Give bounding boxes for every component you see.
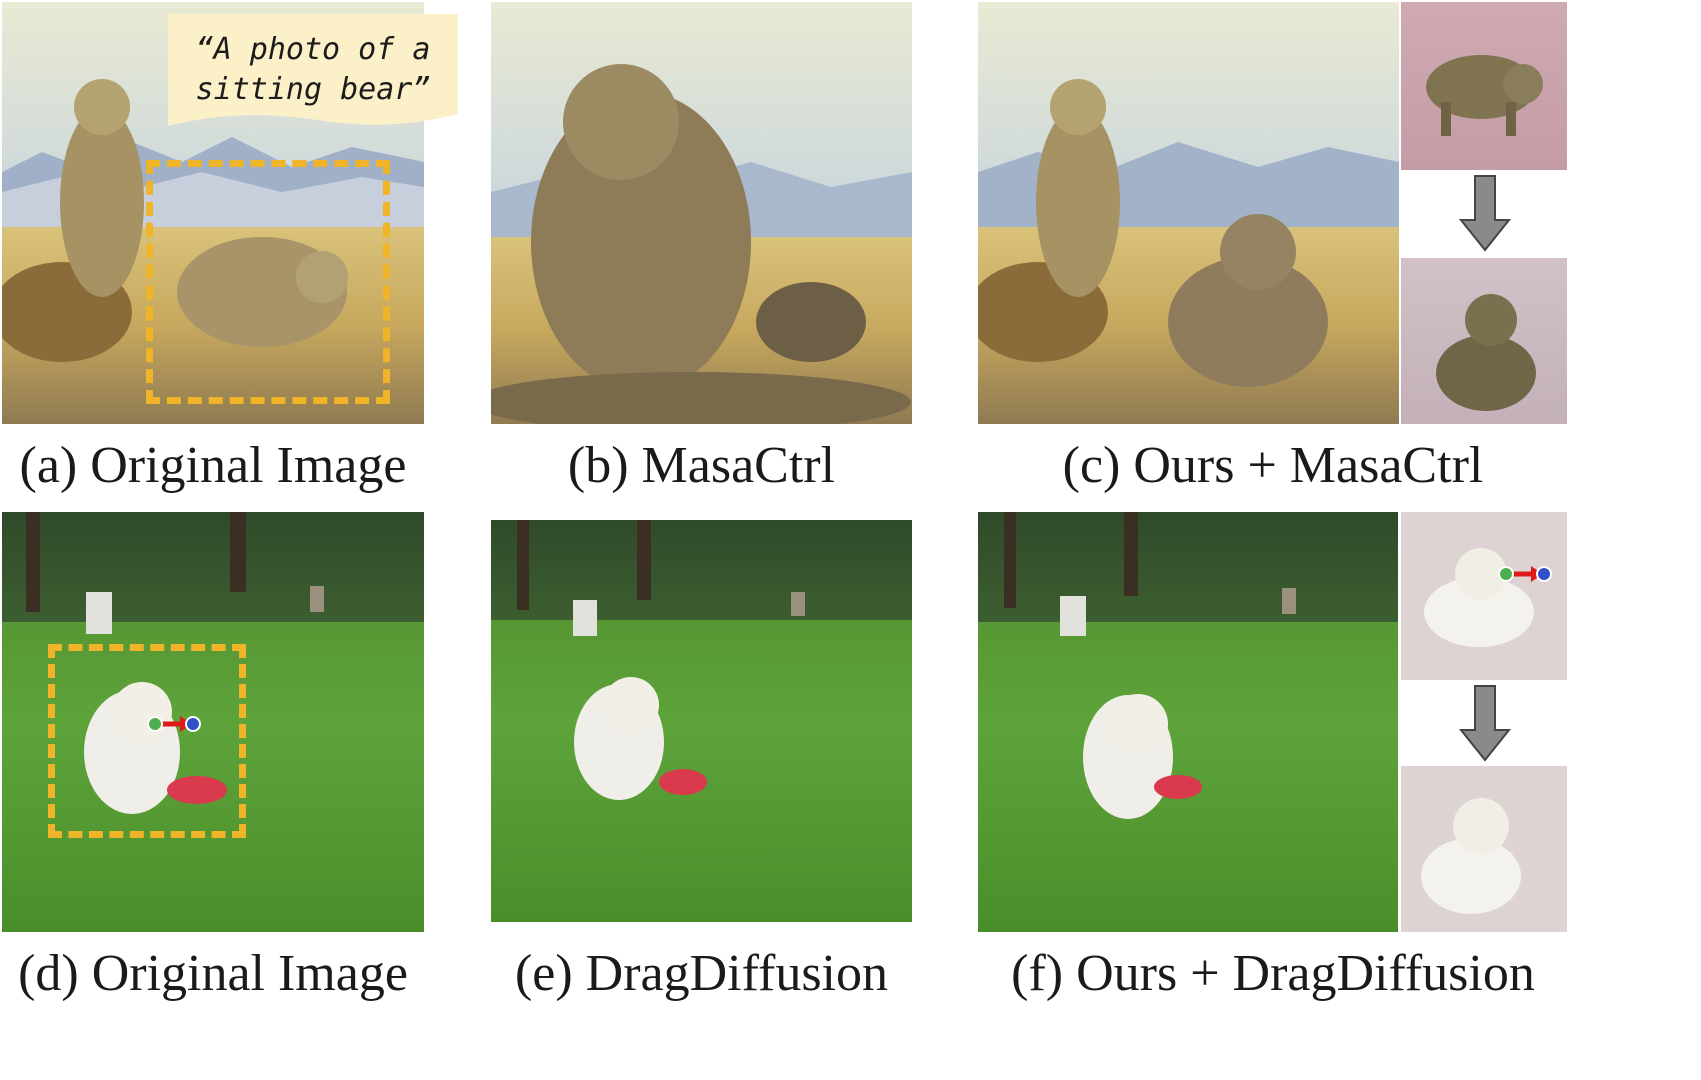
drag-arrow-f: [1498, 566, 1552, 582]
caption-d: (d) Original Image: [18, 945, 408, 1002]
drag-arrow-d: [147, 716, 201, 732]
inset-f-reference-dog: [1401, 512, 1567, 680]
inset-c-reference-bear-standing: [1401, 2, 1567, 170]
inset-f-edited-dog: [1401, 766, 1567, 932]
arrow-down-icon-c: [1459, 175, 1511, 252]
caption-e: (e) DragDiffusion: [514, 945, 889, 1002]
caption-b: (b) MasaCtrl: [567, 437, 836, 494]
panel-e-dragdiffusion: [491, 520, 912, 922]
caption-a: (a) Original Image: [19, 437, 407, 494]
arrow-down-icon-f: [1459, 685, 1511, 762]
caption-f: (f) Ours + DragDiffusion: [1011, 945, 1535, 1002]
edit-region-box-a: [146, 160, 390, 404]
edit-region-box-d: [48, 644, 246, 838]
prompt-text: “A photo of a sitting bear”: [195, 32, 431, 107]
panel-c-ours-masactrl: [978, 2, 1399, 424]
caption-c: (c) Ours + MasaCtrl: [1062, 437, 1484, 494]
prompt-banner: [168, 14, 458, 126]
inset-c-edited-bear-sitting: [1401, 258, 1567, 424]
panel-b-masactrl: [491, 2, 912, 424]
panel-f-ours-dragdiffusion: [978, 512, 1398, 932]
